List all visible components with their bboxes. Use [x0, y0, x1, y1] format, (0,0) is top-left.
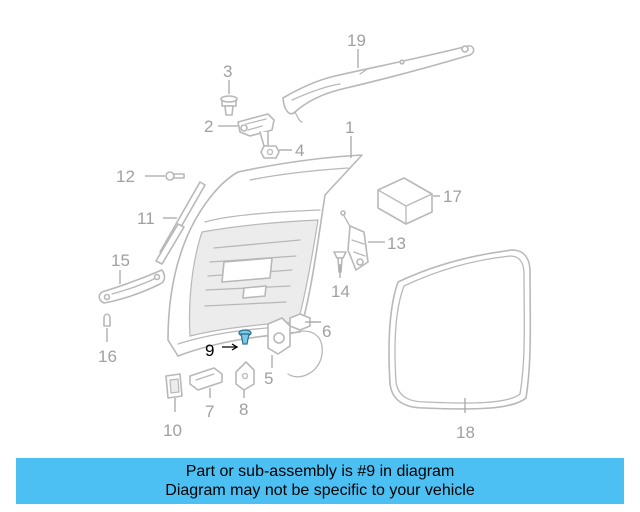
callout-16: 16 — [98, 347, 117, 366]
part-5-lock — [267, 317, 323, 378]
part-11-strut — [155, 181, 206, 265]
callout-12: 12 — [116, 167, 135, 186]
banner-line-2: Diagram may not be specific to your vehi… — [165, 482, 475, 499]
part-15-handle — [98, 269, 166, 304]
leader-9 — [222, 343, 239, 351]
callout-14: 14 — [331, 282, 350, 301]
part-9-clip — [238, 329, 252, 345]
part-8-cover — [235, 361, 255, 391]
callout-18: 18 — [456, 423, 475, 442]
part-2-hinge — [237, 113, 275, 147]
callout-7: 7 — [205, 402, 214, 421]
part-7-bracket — [189, 367, 223, 391]
callout-4: 4 — [295, 141, 304, 160]
callout-13: 13 — [387, 234, 406, 253]
part-16-clip — [103, 313, 111, 327]
callout-3: 3 — [223, 62, 232, 81]
callout-19: 19 — [347, 31, 366, 50]
callout-2: 2 — [204, 117, 213, 136]
part-3-bolt — [220, 95, 238, 116]
part-4-nut — [260, 145, 280, 159]
part-19-trim-strip — [282, 45, 475, 123]
callout-5: 5 — [264, 369, 273, 388]
banner-line-1: Part or sub-assembly is #9 in diagram — [185, 463, 455, 480]
part-14-screw — [333, 251, 347, 273]
callout-8: 8 — [239, 400, 248, 419]
part-13-latch — [340, 210, 369, 271]
callout-1: 1 — [345, 118, 354, 137]
callout-6: 6 — [322, 322, 331, 341]
part-17-module — [377, 177, 433, 225]
info-banner: Part or sub-assembly is #9 in diagram Di… — [16, 458, 624, 504]
part-1-liftgate — [167, 154, 363, 357]
part-12-ball-stud — [165, 171, 185, 181]
callout-17: 17 — [443, 187, 462, 206]
callout-15: 15 — [111, 251, 130, 270]
parts-diagram: 19 3 2 4 1 12 — [98, 31, 532, 442]
callout-10: 10 — [163, 421, 182, 440]
part-10-switch — [165, 373, 183, 399]
part-18-weatherstrip — [388, 249, 532, 410]
callout-9: 9 — [205, 341, 214, 360]
callout-11: 11 — [137, 209, 155, 228]
